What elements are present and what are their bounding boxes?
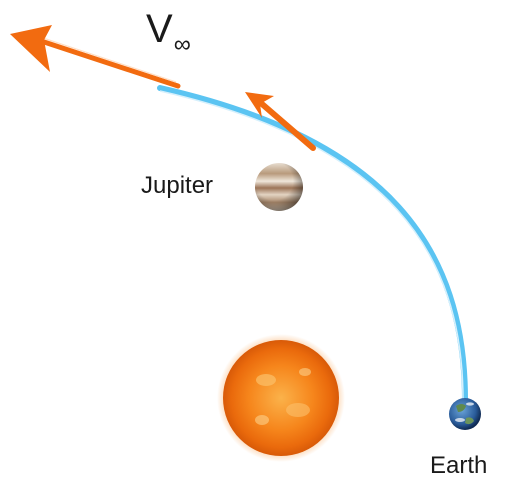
sun-icon <box>217 334 345 462</box>
v-infinity-label: V∞ <box>146 6 191 68</box>
trajectory-path <box>157 85 468 403</box>
v-infinity-arrow <box>10 25 181 89</box>
velocity-symbol: V <box>146 7 173 51</box>
jupiter-label: Jupiter <box>141 172 214 199</box>
earth-icon <box>449 398 481 430</box>
trajectory-highlight <box>159 90 464 401</box>
jupiter-icon <box>255 163 303 211</box>
infinity-subscript: ∞ <box>173 31 191 58</box>
flyby-velocity-arrow <box>245 92 316 151</box>
earth-label: Earth <box>430 452 488 479</box>
